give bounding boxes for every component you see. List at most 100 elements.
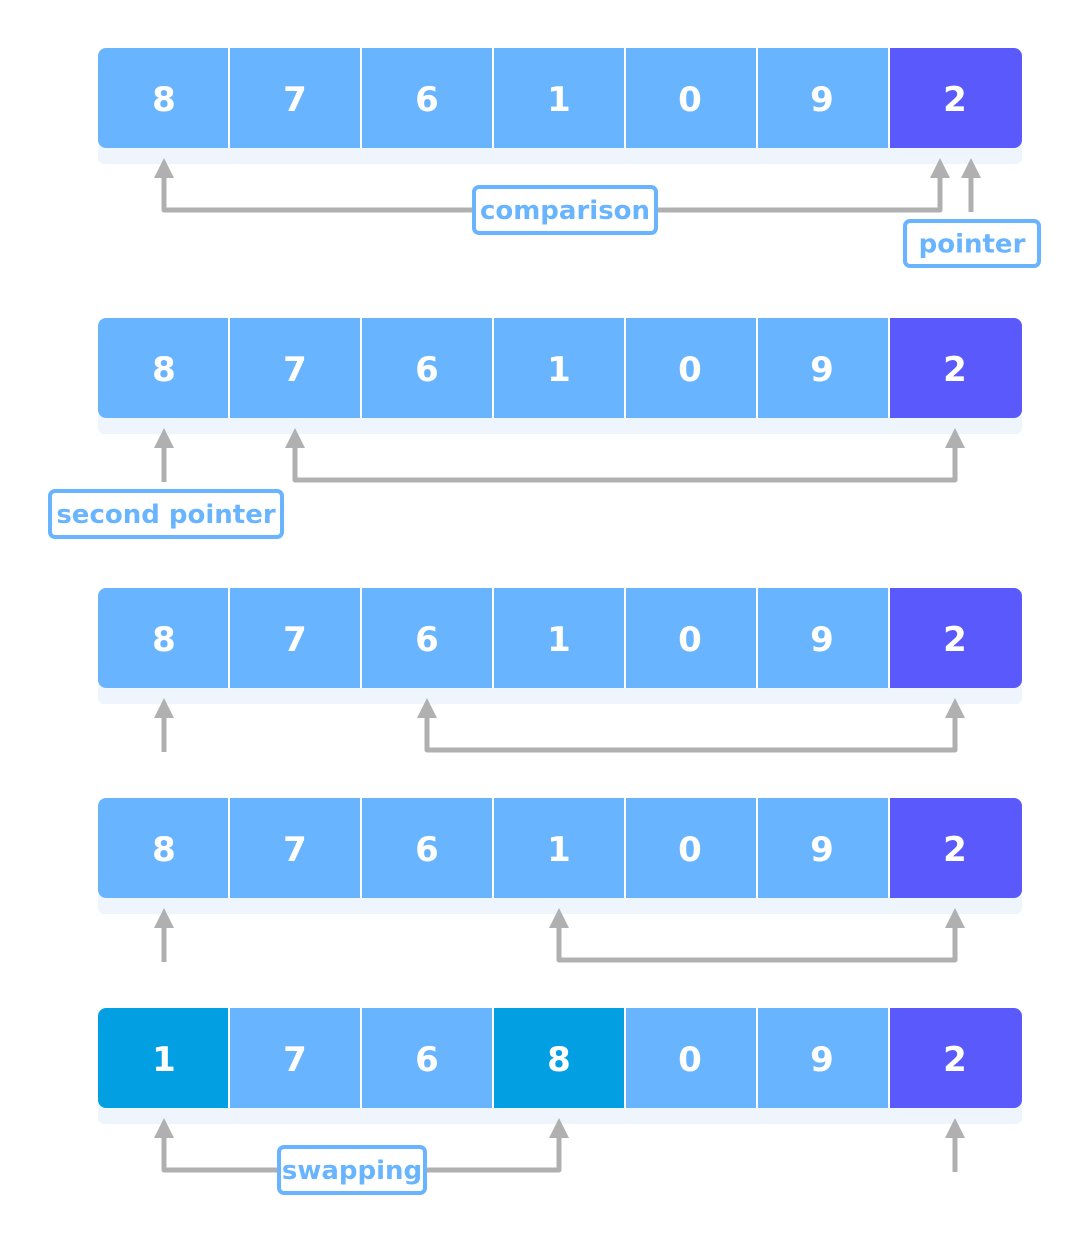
cell-bg [361,1008,493,1108]
array-cell: 8 [493,1008,625,1108]
arrow-head-icon [154,428,174,448]
cell-bg [625,48,757,148]
swapping-label-text: swapping [282,1156,422,1186]
cell-bg [361,588,493,688]
cell-bg [757,588,889,688]
array-row: 8 7 6 1 0 9 2 [98,318,1022,434]
arrow-head-icon [154,698,174,718]
cell-bg [229,588,361,688]
cell-value: 9 [810,830,834,870]
array-cell: 8 [98,318,229,418]
cell-bg [98,318,229,418]
cell-value: 2 [943,620,967,660]
cell-bg [757,1008,889,1108]
cell-value: 2 [943,830,967,870]
array-cell: 2 [889,798,1022,898]
cell-bg [889,588,1022,688]
comparison-label: comparison [472,185,658,235]
array-cell: 2 [889,48,1022,148]
cell-value: 7 [283,620,307,660]
pointer-arrow [154,428,174,482]
array-cell: 1 [493,48,625,148]
cell-bg [361,318,493,418]
pointer-arrow [961,158,981,212]
cell-value: 6 [415,620,439,660]
comparison-bracket [417,698,965,753]
pointer-label-text: pointer [919,230,1026,260]
cell-value: 1 [547,80,571,120]
cell-value: 9 [810,350,834,390]
cell-bg [361,48,493,148]
cell-bg [98,1008,229,1108]
array-cell: 2 [889,588,1022,688]
second-pointer-label: second pointer [48,489,284,539]
array-cell: 2 [889,1008,1022,1108]
cell-bg [493,588,625,688]
cell-value: 9 [810,1040,834,1080]
array-cell: 7 [229,588,361,688]
cell-bg [229,318,361,418]
cell-bg [493,1008,625,1108]
array-cell: 6 [361,1008,493,1108]
array-cell: 1 [493,318,625,418]
cell-value: 2 [943,80,967,120]
array-cell: 7 [229,318,361,418]
array-cell: 8 [98,48,229,148]
array-cell: 9 [757,1008,889,1108]
arrow-head-icon [154,908,174,928]
arrow-head-icon [154,1118,174,1138]
array-cell: 9 [757,318,889,418]
cell-bg [757,798,889,898]
cell-value: 0 [678,830,702,870]
cell-value: 0 [678,350,702,390]
cell-value: 0 [678,80,702,120]
array-cell: 6 [361,798,493,898]
arrow-head-icon [945,908,965,928]
cell-value: 8 [152,620,176,660]
cell-bg [229,798,361,898]
arrow-head-icon [945,698,965,718]
cell-bg [625,1008,757,1108]
cell-bg [98,798,229,898]
cell-bg [229,1008,361,1108]
cell-value: 7 [283,1040,307,1080]
cell-value: 7 [283,350,307,390]
array-cell: 9 [757,48,889,148]
swapping-label: swapping [277,1145,427,1195]
cell-value: 6 [415,830,439,870]
arrow-head-icon [549,1118,569,1138]
arrow-head-icon [285,428,305,448]
cell-bg [493,48,625,148]
comparison-bracket [549,908,965,963]
cell-value: 8 [547,1040,571,1080]
arrow-head-icon [930,158,950,178]
arrow-head-icon [154,158,174,178]
array-cell: 1 [98,1008,229,1108]
pointer-arrow [154,698,174,752]
cell-value: 8 [152,350,176,390]
pointer-label: pointer [903,219,1041,268]
cell-bg [98,48,229,148]
cell-value: 2 [943,350,967,390]
cell-value: 1 [547,350,571,390]
cell-value: 6 [415,350,439,390]
cell-value: 0 [678,620,702,660]
arrow-head-icon [945,428,965,448]
arrow-head-icon [945,1118,965,1138]
cell-value: 7 [283,80,307,120]
cell-bg [889,1008,1022,1108]
cell-bg [625,588,757,688]
array-cell: 7 [229,1008,361,1108]
pointer-arrow [154,908,174,962]
array-cell: 9 [757,798,889,898]
array-cell: 0 [625,798,757,898]
cell-value: 2 [943,1040,967,1080]
array-cell: 7 [229,48,361,148]
cell-bg [493,798,625,898]
array-cell: 7 [229,798,361,898]
